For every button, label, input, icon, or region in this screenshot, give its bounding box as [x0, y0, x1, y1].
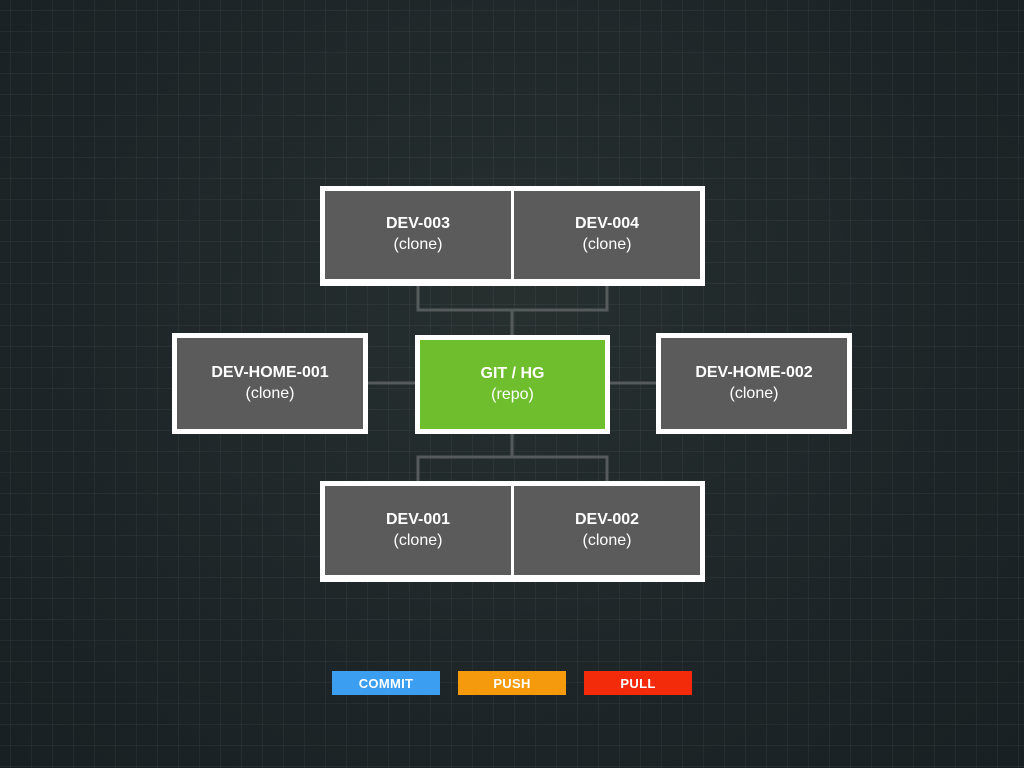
- node-subtitle: (clone): [582, 236, 632, 253]
- node-title: DEV-001: [385, 510, 451, 528]
- node-dev-001[interactable]: DEV-001 (clone): [325, 486, 511, 575]
- connector-bottom: [416, 434, 609, 483]
- node-dev-004[interactable]: DEV-004 (clone): [514, 191, 700, 279]
- node-subtitle: (clone): [393, 531, 443, 549]
- node-dev-home-001[interactable]: DEV-HOME-001 (clone): [172, 333, 368, 434]
- node-subtitle: (clone): [393, 236, 443, 253]
- node-dev-home-002[interactable]: DEV-HOME-002 (clone): [656, 333, 852, 434]
- node-subtitle: (clone): [582, 531, 632, 549]
- node-title: DEV-HOME-001: [211, 363, 329, 381]
- node-subtitle: (clone): [245, 384, 295, 402]
- node-title: DEV-003: [385, 215, 451, 233]
- bottom-clone-group: DEV-001 (clone) DEV-002 (clone): [320, 481, 705, 582]
- legend-push: PUSH: [458, 671, 566, 695]
- top-clone-group: DEV-003 (clone) DEV-004 (clone): [320, 186, 705, 286]
- node-title: DEV-002: [574, 510, 640, 528]
- node-dev-002[interactable]: DEV-002 (clone): [514, 486, 700, 575]
- node-title: DEV-HOME-002: [695, 363, 813, 381]
- node-subtitle: (clone): [729, 384, 779, 402]
- node-title: DEV-004: [574, 215, 640, 233]
- node-title: GIT / HG: [480, 364, 545, 382]
- node-repo[interactable]: GIT / HG (repo): [415, 335, 610, 434]
- connector-top: [416, 286, 609, 338]
- legend-commit: COMMIT: [332, 671, 440, 695]
- node-dev-003[interactable]: DEV-003 (clone): [325, 191, 511, 279]
- legend-pull: PULL: [584, 671, 692, 695]
- node-subtitle: (repo): [491, 385, 534, 403]
